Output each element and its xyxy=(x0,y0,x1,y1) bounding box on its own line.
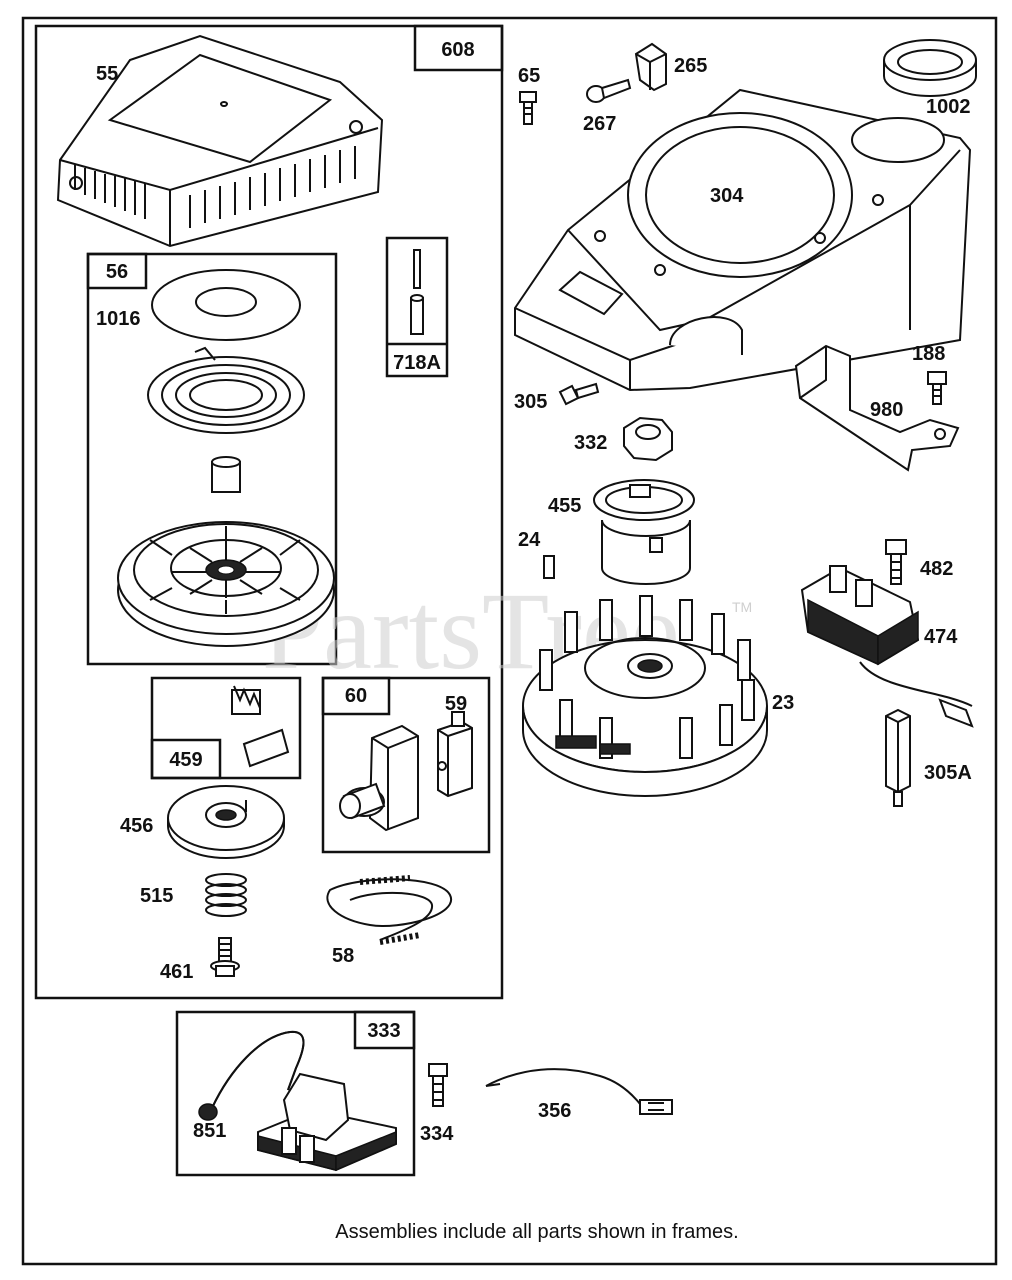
nut-drawing xyxy=(623,416,673,462)
pawl-spring-drawing xyxy=(231,685,290,768)
recoil-spring-drawing xyxy=(147,346,305,434)
frame-60 xyxy=(321,676,491,854)
part-265-label: 265 xyxy=(674,55,707,77)
part-356-label: 356 xyxy=(538,1100,571,1122)
pin-drawing xyxy=(410,249,424,335)
block-drawing xyxy=(437,711,473,798)
flywheel-drawing xyxy=(522,595,768,797)
part-332-label: 332 xyxy=(574,432,607,454)
bolt-188-drawing xyxy=(927,371,947,405)
grommet-drawing xyxy=(883,39,977,97)
part-305a-label: 305A xyxy=(924,762,972,784)
part-980-label: 980 xyxy=(870,399,903,421)
part-334-label: 334 xyxy=(420,1123,454,1145)
part-23-label: 23 xyxy=(772,692,794,714)
bolt-334-drawing xyxy=(428,1063,448,1107)
coil-spring-drawing xyxy=(205,873,247,917)
frame-333-tag xyxy=(353,1010,416,1050)
frame-56-tag xyxy=(86,252,148,290)
part-188-label: 188 xyxy=(912,343,945,365)
frame-608-label: 608 xyxy=(441,39,474,61)
frame-56 xyxy=(86,252,338,666)
part-482-label: 482 xyxy=(920,558,953,580)
outer-border xyxy=(21,16,998,1266)
ignition-module-drawing xyxy=(198,1030,397,1172)
bracket-drawing xyxy=(794,344,960,472)
frame-459-tag xyxy=(150,738,222,780)
clip-265-drawing xyxy=(634,42,667,92)
part-65-label: 65 xyxy=(518,65,540,87)
frame-60-tag xyxy=(321,676,391,716)
part-1002-label: 1002 xyxy=(926,96,971,118)
flywheel-key-drawing xyxy=(543,555,555,579)
armature-drawing xyxy=(800,565,974,728)
washer-drawing xyxy=(151,269,301,341)
cylinder-insert-drawing xyxy=(211,456,241,493)
screw-267-drawing xyxy=(586,78,632,103)
part-305-label: 305 xyxy=(514,391,547,413)
watermark-trademark: TM xyxy=(732,599,752,615)
part-474-label: 474 xyxy=(924,626,958,648)
frame-333-label: 333 xyxy=(367,1020,400,1042)
rewind-cover-drawing xyxy=(56,34,384,248)
part-55-label: 55 xyxy=(96,63,118,85)
part-515-label: 515 xyxy=(140,885,173,907)
frame-459 xyxy=(150,676,302,780)
frame-60-label: 60 xyxy=(345,685,367,707)
part-267-label: 267 xyxy=(583,113,616,135)
part-456-label: 456 xyxy=(120,815,153,837)
cable-drawing xyxy=(326,875,453,945)
stud-screw-drawing xyxy=(210,937,240,977)
frame-459-label: 459 xyxy=(169,749,202,771)
part-455-label: 455 xyxy=(548,495,581,517)
part-24-label: 24 xyxy=(518,529,541,551)
frame-718a xyxy=(385,236,449,378)
retainer-drawing xyxy=(167,785,285,859)
frame-718a-label: 718A xyxy=(393,352,441,374)
part-851-label: 851 xyxy=(193,1120,226,1142)
part-461-label: 461 xyxy=(160,961,193,983)
ground-wire-drawing xyxy=(485,1068,673,1115)
part-304-label: 304 xyxy=(710,185,744,207)
part-58-label: 58 xyxy=(332,945,354,967)
bolt-65-drawing xyxy=(519,91,537,125)
frame-333 xyxy=(175,1010,416,1177)
part-1016-label: 1016 xyxy=(96,308,141,330)
starter-cup-drawing xyxy=(593,479,695,585)
spacer-drawing xyxy=(885,708,911,807)
screw-305-drawing xyxy=(558,382,600,406)
blower-housing-drawing xyxy=(514,88,972,392)
bolt-482-drawing xyxy=(885,539,907,585)
footer-caption: Assemblies include all parts shown in fr… xyxy=(335,1221,739,1243)
frame-608-tag xyxy=(413,24,504,72)
brake-block-drawing xyxy=(339,724,419,832)
pulley-drawing xyxy=(117,521,335,647)
part-59-label: 59 xyxy=(445,693,467,715)
frame-608 xyxy=(34,24,504,1000)
frame-56-label: 56 xyxy=(106,261,128,283)
